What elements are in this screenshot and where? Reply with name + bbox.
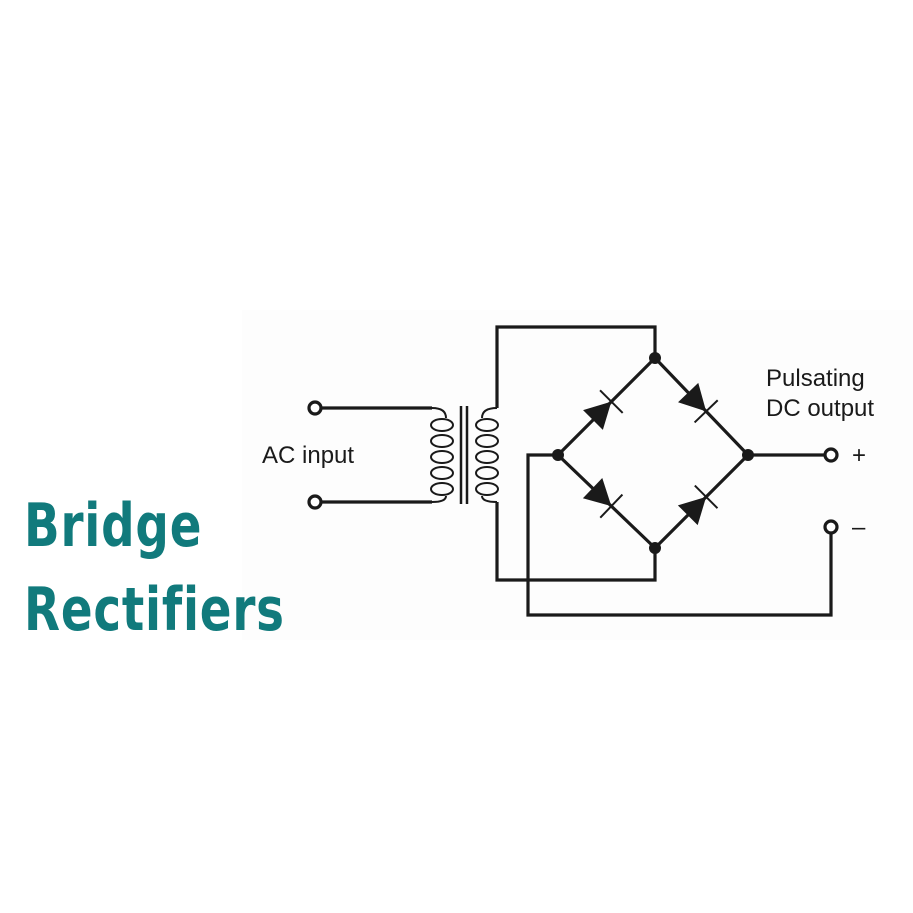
diode-anode-triangle bbox=[678, 382, 707, 412]
bridge-node-bottom bbox=[649, 542, 661, 554]
output-label-line-1: Pulsating bbox=[766, 365, 865, 392]
title-line-1: Bridge bbox=[24, 491, 203, 561]
diode-anode-triangle bbox=[677, 496, 707, 526]
dc-output-terminal-negative bbox=[823, 519, 839, 535]
ac-input-terminal-bottom bbox=[307, 494, 432, 510]
diode-top-left-icon bbox=[583, 389, 624, 430]
diode-cathode-bar bbox=[599, 493, 624, 519]
diode-bottom-left-icon bbox=[582, 478, 624, 519]
transformer-icon bbox=[430, 406, 499, 504]
primary-coil bbox=[430, 407, 454, 503]
diode-cathode-bar bbox=[599, 389, 624, 414]
ac-input-label: AC input bbox=[262, 442, 354, 469]
diode-cathode-bar bbox=[694, 484, 719, 509]
minus-sign: – bbox=[852, 514, 866, 541]
diode-cathode-bar bbox=[693, 399, 719, 424]
diode-anode-triangle bbox=[583, 401, 612, 430]
wire-secondary-top bbox=[495, 325, 657, 408]
diode-anode-triangle bbox=[582, 478, 612, 507]
dc-output-terminal-positive bbox=[823, 447, 839, 463]
title-line-2: Rectifiers bbox=[24, 575, 285, 645]
diode-top-right-icon bbox=[678, 382, 719, 424]
secondary-coil bbox=[475, 407, 499, 503]
ac-input-terminal-top bbox=[307, 400, 432, 416]
plus-sign: + bbox=[852, 442, 866, 469]
diode-bottom-right-icon bbox=[677, 484, 719, 526]
output-label-line-2: DC output bbox=[766, 395, 874, 422]
wire-secondary-bottom bbox=[495, 502, 657, 582]
bridge-node-top bbox=[649, 352, 661, 364]
wire-negative-return bbox=[526, 453, 833, 617]
